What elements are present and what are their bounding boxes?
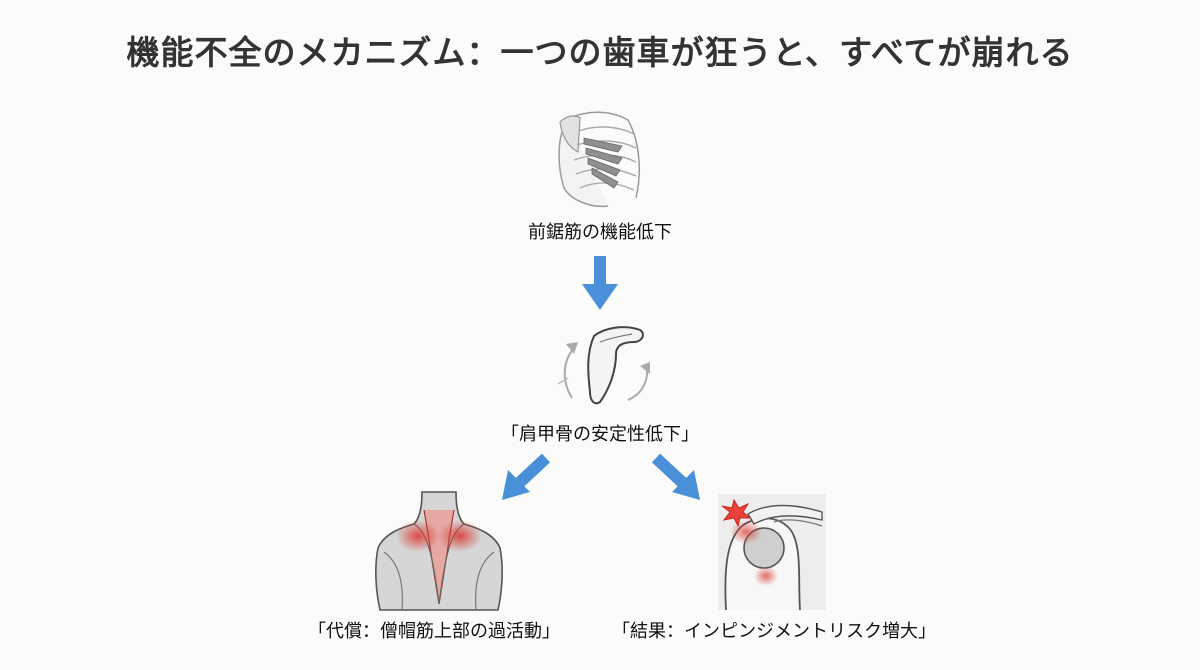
serratus-ribcage-icon: [558, 111, 640, 208]
node-label-scapula: 「肩甲骨の安定性低下」: [501, 424, 699, 445]
arrow-down-right-icon: [651, 453, 700, 500]
shoulder-impingement-icon: [718, 494, 826, 611]
node-label-serratus: 前鋸筋の機能低下: [528, 222, 672, 243]
page-title: 機能不全のメカニズム：一つの歯車が狂うと、すべてが崩れる: [126, 33, 1074, 72]
node-label-impingement: 「結果：インピンジメントリスク増大」: [612, 621, 936, 642]
node-label-trapezius: 「代償：僧帽筋上部の過活動」: [308, 621, 560, 642]
trapezius-back-icon: [375, 491, 503, 611]
arrow-down-left-icon: [502, 453, 551, 500]
arrow-down-icon: [582, 256, 618, 310]
scapula-rotation-icon: [557, 326, 650, 405]
